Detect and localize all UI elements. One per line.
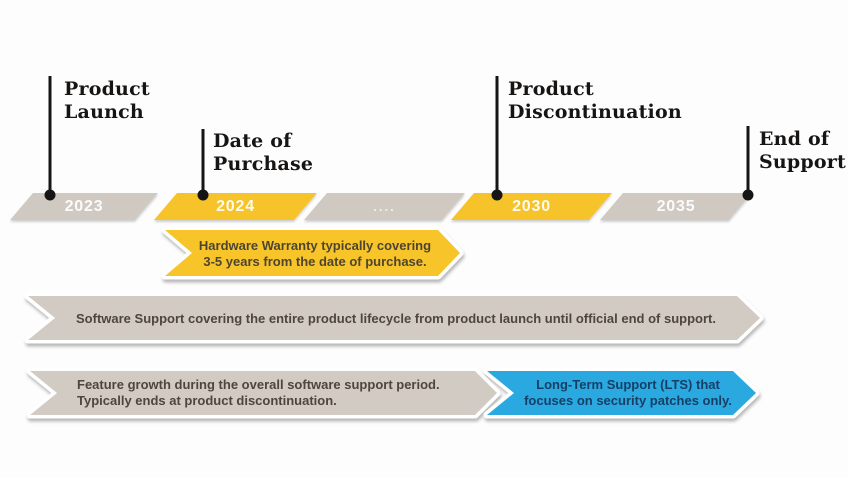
band-text-feature-growth: Feature growth during the overall softwa…: [77, 377, 440, 408]
year-label-2024: 2024: [216, 197, 255, 215]
marker-label-product-launch: Product Launch: [64, 78, 150, 123]
band-text-hardware-warranty: Hardware Warranty typically covering 3-5…: [198, 238, 432, 269]
marker-label-end-of-support: End of Support: [759, 128, 846, 173]
band-text-software-support: Software Support covering the entire pro…: [76, 311, 716, 326]
year-label-2023: 2023: [64, 197, 104, 215]
marker-label-date-of-purchase: Date of Purchase: [213, 130, 314, 175]
year-label-2035: 2035: [656, 197, 696, 215]
marker-label-product-discontinuation: Product Discontinuation: [508, 78, 682, 123]
year-label-2030: 2030: [512, 197, 551, 215]
year-label-gap-years: ....: [373, 199, 396, 214]
band-text-long-term-support: Long-Term Support (LTS) that focuses on …: [524, 377, 732, 408]
